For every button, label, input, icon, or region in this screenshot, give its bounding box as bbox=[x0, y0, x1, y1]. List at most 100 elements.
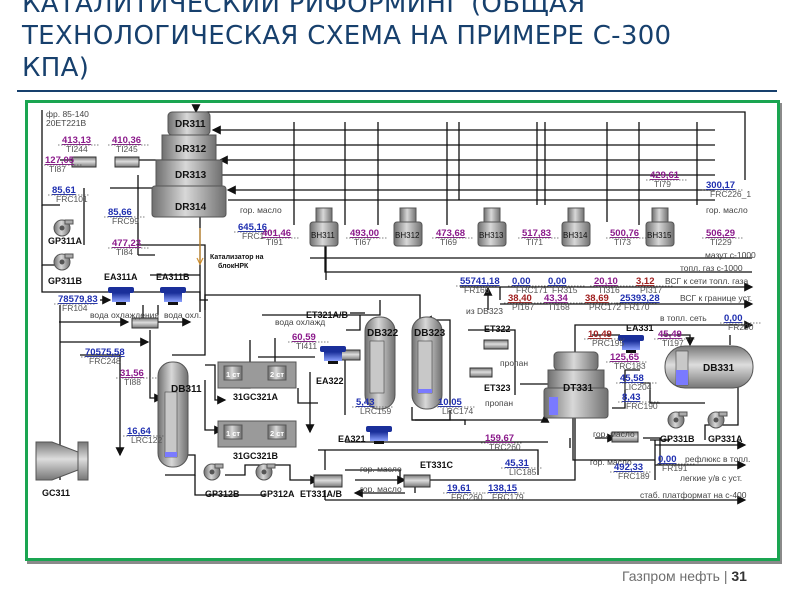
pump-gp312b[interactable] bbox=[203, 463, 224, 481]
compressor-gc311[interactable] bbox=[35, 441, 79, 481]
heater-вн313[interactable]: ВН313 bbox=[477, 207, 507, 247]
heater-stack bbox=[483, 207, 501, 223]
exchanger-dt331-reboiler[interactable] bbox=[611, 431, 639, 443]
feed-exchanger-2[interactable] bbox=[114, 156, 140, 168]
cooler-fan-icon bbox=[112, 293, 130, 302]
instrument-value: 31,56 bbox=[120, 368, 144, 379]
heater-вн312[interactable]: ВН312 bbox=[393, 207, 423, 247]
air-coolers bbox=[108, 287, 644, 444]
reactor-dr312[interactable] bbox=[161, 134, 217, 162]
pump-outlet bbox=[214, 463, 224, 469]
vessels: DB311 DB322 DB323 DB331 DT331 bbox=[157, 316, 754, 468]
exchanger-et331ab[interactable] bbox=[313, 474, 343, 488]
air-cooler-ea311a[interactable] bbox=[108, 287, 134, 305]
pump-gp331b[interactable] bbox=[667, 411, 688, 429]
instrument-value: 0,00 bbox=[548, 276, 567, 287]
exchanger-et323[interactable] bbox=[469, 367, 493, 378]
compressor-stage-2 bbox=[267, 424, 287, 440]
instrument-tag: TI245 bbox=[116, 144, 138, 154]
air-cooler-ea311b[interactable] bbox=[160, 287, 186, 305]
vessel-label: DB311 bbox=[171, 384, 202, 395]
to-fuel-net-label: в топл. сеть bbox=[660, 313, 707, 323]
pump-impeller-icon bbox=[59, 225, 65, 231]
pump-gp311b[interactable] bbox=[53, 253, 74, 271]
cooler-top bbox=[366, 426, 392, 432]
air-cooler-ea331[interactable] bbox=[618, 335, 644, 353]
feed-exchangers bbox=[71, 156, 639, 488]
feed-label: фр. 85-140 bbox=[46, 109, 89, 119]
heater-вн314[interactable]: ВН314 bbox=[561, 207, 591, 247]
instrument-tag: TI91 bbox=[266, 237, 283, 247]
reactor-dr314[interactable] bbox=[151, 185, 227, 218]
cooling-exchanger[interactable] bbox=[131, 317, 159, 329]
exchanger-et322[interactable] bbox=[483, 339, 509, 350]
pump-gp311a[interactable] bbox=[53, 219, 74, 237]
feed-exchanger-1[interactable] bbox=[71, 156, 97, 168]
instrument-value: 38,69 bbox=[585, 293, 609, 304]
pump-gp312a[interactable] bbox=[255, 463, 276, 481]
instrument-tag: TI197 bbox=[662, 338, 684, 348]
column-dt331-bottom[interactable] bbox=[543, 387, 609, 419]
pump-gp331a[interactable] bbox=[707, 411, 728, 429]
instrument-tag: FRC248 bbox=[89, 356, 121, 366]
column-dt331-top[interactable] bbox=[553, 351, 599, 371]
vessel-label: DB322 bbox=[367, 328, 399, 339]
air-cooler-ea321[interactable] bbox=[366, 426, 392, 444]
slide-title-line-2: ТЕХНОЛОГИЧЕСКАЯ СХЕМА НА ПРИМЕРЕ С-300 bbox=[22, 21, 672, 51]
instrument-value: 45,49 bbox=[658, 329, 682, 340]
exchanger-et331c[interactable] bbox=[403, 474, 431, 488]
title-divider bbox=[17, 90, 777, 92]
reactor-dr313[interactable] bbox=[155, 159, 223, 188]
air-cooler-ea322[interactable] bbox=[320, 346, 346, 364]
heater-вн315[interactable]: ВН315 bbox=[645, 207, 675, 247]
vsg-border-label: ВСГ к границе уст. bbox=[680, 293, 752, 303]
cooler-base bbox=[626, 350, 636, 353]
heater-вн311[interactable]: ВН311 bbox=[309, 207, 339, 247]
hot-oil-et331-return-label: гор. масло bbox=[360, 484, 402, 494]
